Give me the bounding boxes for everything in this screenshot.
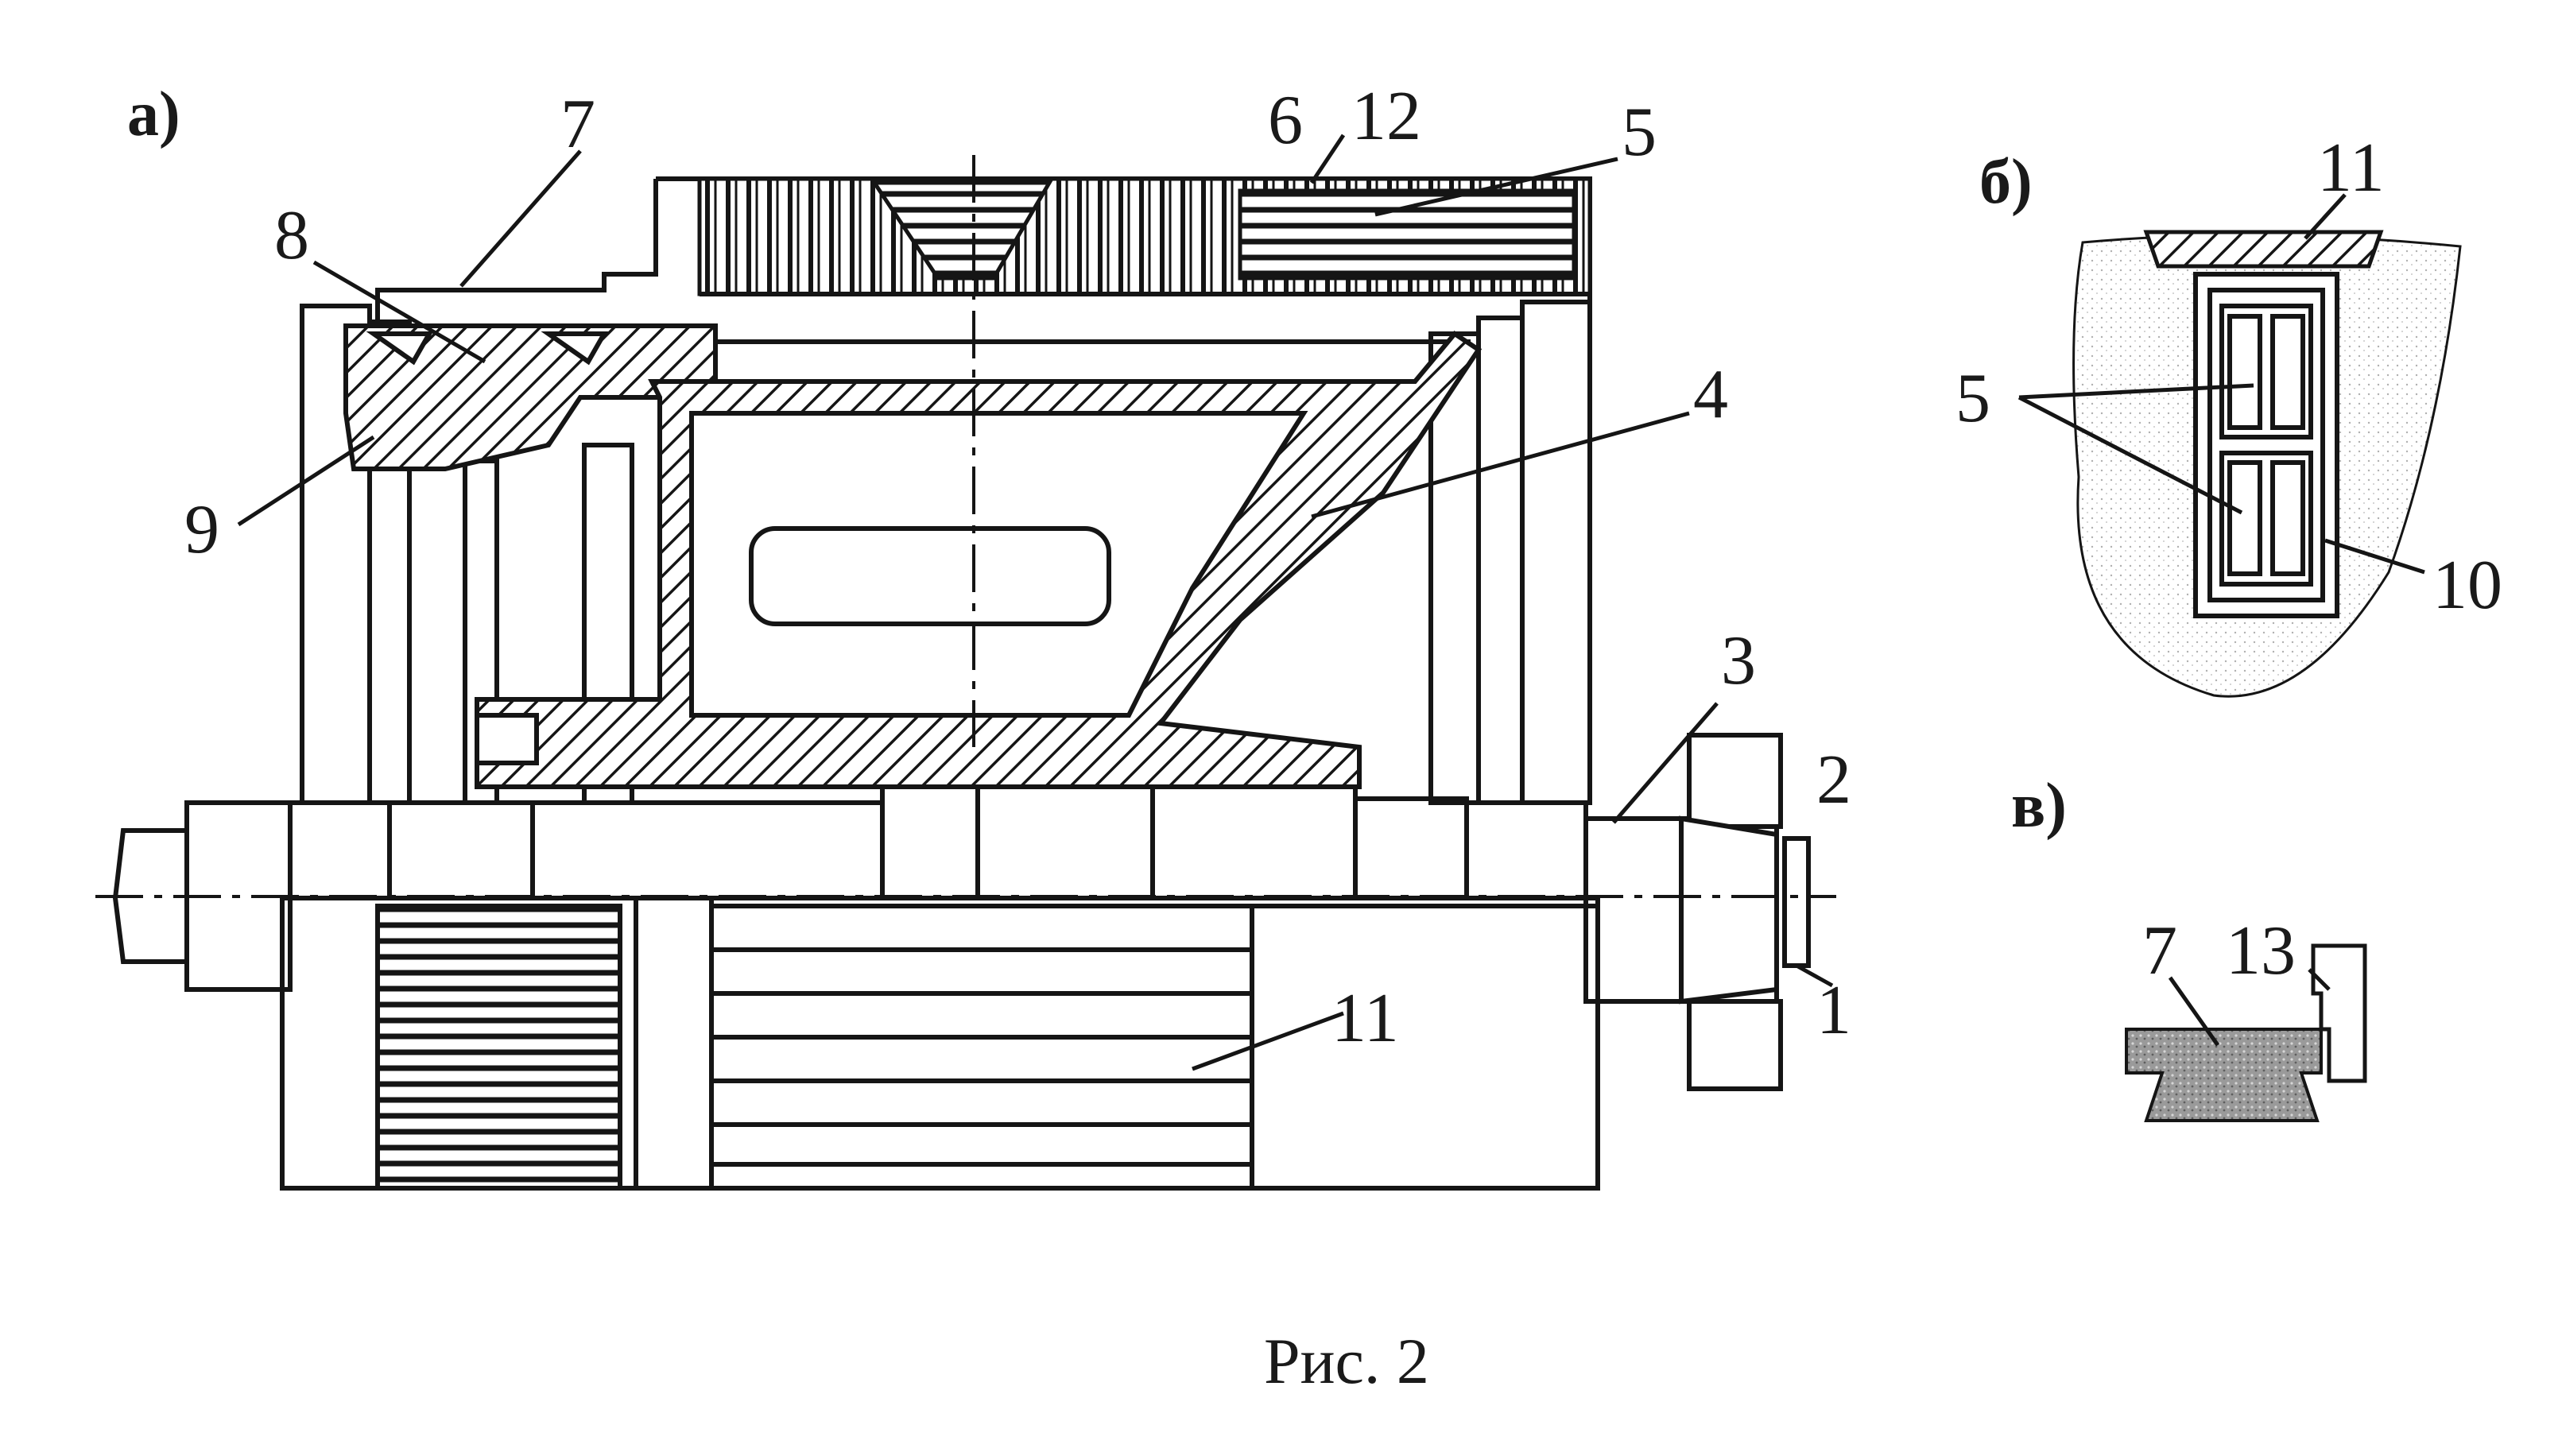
callout-7: 7 bbox=[560, 86, 595, 163]
wedge-and-bearing bbox=[343, 323, 718, 471]
winding-conductors bbox=[2219, 304, 2313, 587]
fan-flange bbox=[1679, 733, 1811, 1091]
callout-12: 12 bbox=[1351, 78, 1421, 155]
callout-5: 5 bbox=[1622, 94, 1657, 171]
callout-3: 3 bbox=[1721, 622, 1756, 699]
callout-5-b: 5 bbox=[1955, 360, 1990, 437]
figure-caption: Рис. 2 bbox=[1264, 1325, 1429, 1397]
callout-7-v: 7 bbox=[2142, 912, 2177, 989]
panel-a-marker: а) bbox=[127, 79, 180, 149]
panel-b: б) 11 5 10 bbox=[1955, 130, 2502, 698]
panel-v: в) 7 13 bbox=[2011, 771, 2367, 1122]
rotor-body bbox=[475, 331, 1483, 789]
callout-6: 6 bbox=[1268, 82, 1303, 159]
wedge-profile bbox=[2125, 1028, 2323, 1122]
callout-9: 9 bbox=[184, 491, 219, 568]
callout-11-a: 11 bbox=[1331, 980, 1399, 1057]
wedge-hook bbox=[2311, 943, 2367, 1083]
housing-top bbox=[375, 176, 1592, 344]
callout-8: 8 bbox=[274, 197, 309, 274]
slot-wedge bbox=[2143, 230, 2384, 269]
rotor-bars bbox=[711, 947, 1252, 1167]
callout-4: 4 bbox=[1693, 356, 1728, 433]
callout-2: 2 bbox=[1816, 742, 1851, 819]
panel-v-marker: в) bbox=[2011, 771, 2067, 841]
callout-11-b: 11 bbox=[2317, 130, 2385, 207]
lower-view bbox=[280, 896, 1600, 1191]
panel-b-marker: б) bbox=[1979, 147, 2033, 217]
leader-lines bbox=[237, 134, 1834, 1071]
callout-10: 10 bbox=[2432, 547, 2502, 624]
callout-13: 13 bbox=[2226, 912, 2296, 989]
callout-1: 1 bbox=[1816, 972, 1851, 1049]
panel-a: а) 7 8 9 6 12 5 4 3 2 1 11 bbox=[95, 78, 1851, 1191]
